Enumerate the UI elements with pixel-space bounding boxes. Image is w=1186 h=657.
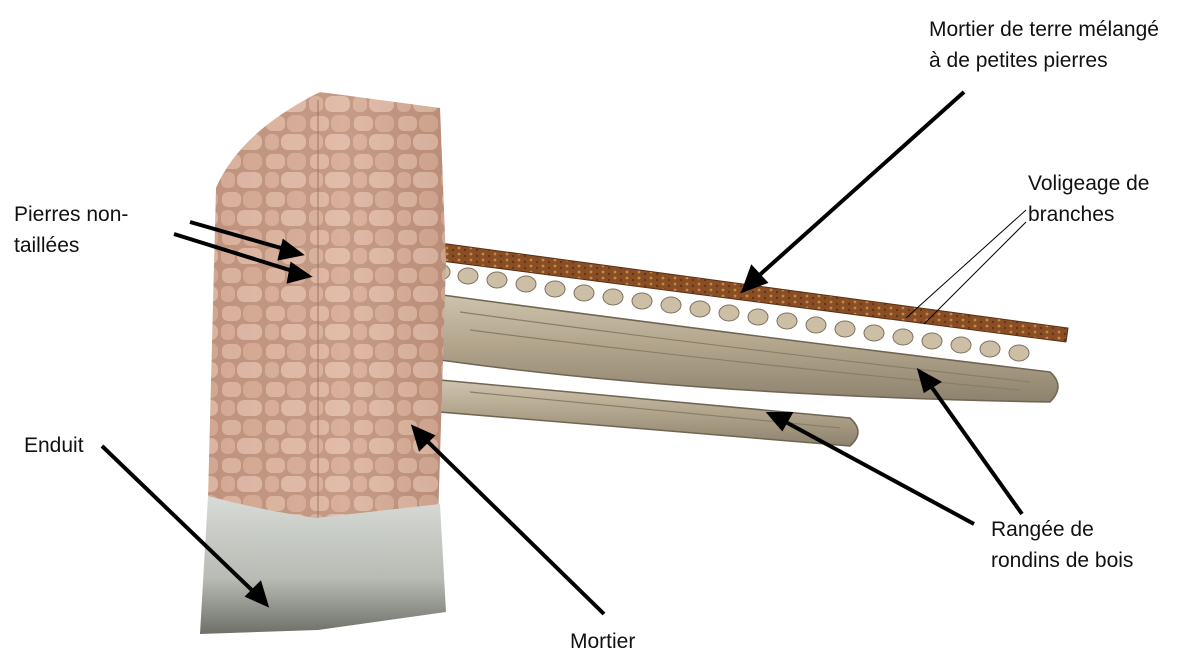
label-log-row-line1: Rangée de	[991, 514, 1133, 545]
label-mortar: Mortier	[570, 626, 635, 657]
label-branch-battens-line2: branches	[1028, 199, 1149, 230]
label-rough-stones-line2: taillées	[14, 230, 128, 261]
label-branch-battens-line1: Voligeage de	[1028, 168, 1149, 199]
arrow-mortier	[422, 436, 604, 614]
label-earth-mortar-line1: Mortier de terre mélangé	[929, 14, 1159, 45]
voligeage-leader-lines	[906, 210, 1026, 324]
label-rough-stones-line1: Pierres non-	[14, 199, 128, 230]
label-log-row: Rangée de rondins de bois	[991, 514, 1133, 576]
stone-wall	[208, 92, 446, 520]
arrow-mortier-terre	[754, 92, 964, 280]
label-log-row-line2: rondins de bois	[991, 545, 1133, 576]
label-rough-stones: Pierres non- taillées	[14, 199, 128, 261]
label-earth-mortar: Mortier de terre mélangé à de petites pi…	[929, 14, 1159, 76]
label-earth-mortar-line2: à de petites pierres	[929, 45, 1159, 76]
label-plaster: Enduit	[24, 430, 84, 461]
arrow-rangee-1	[782, 420, 974, 524]
label-branch-battens: Voligeage de branches	[1028, 168, 1149, 230]
